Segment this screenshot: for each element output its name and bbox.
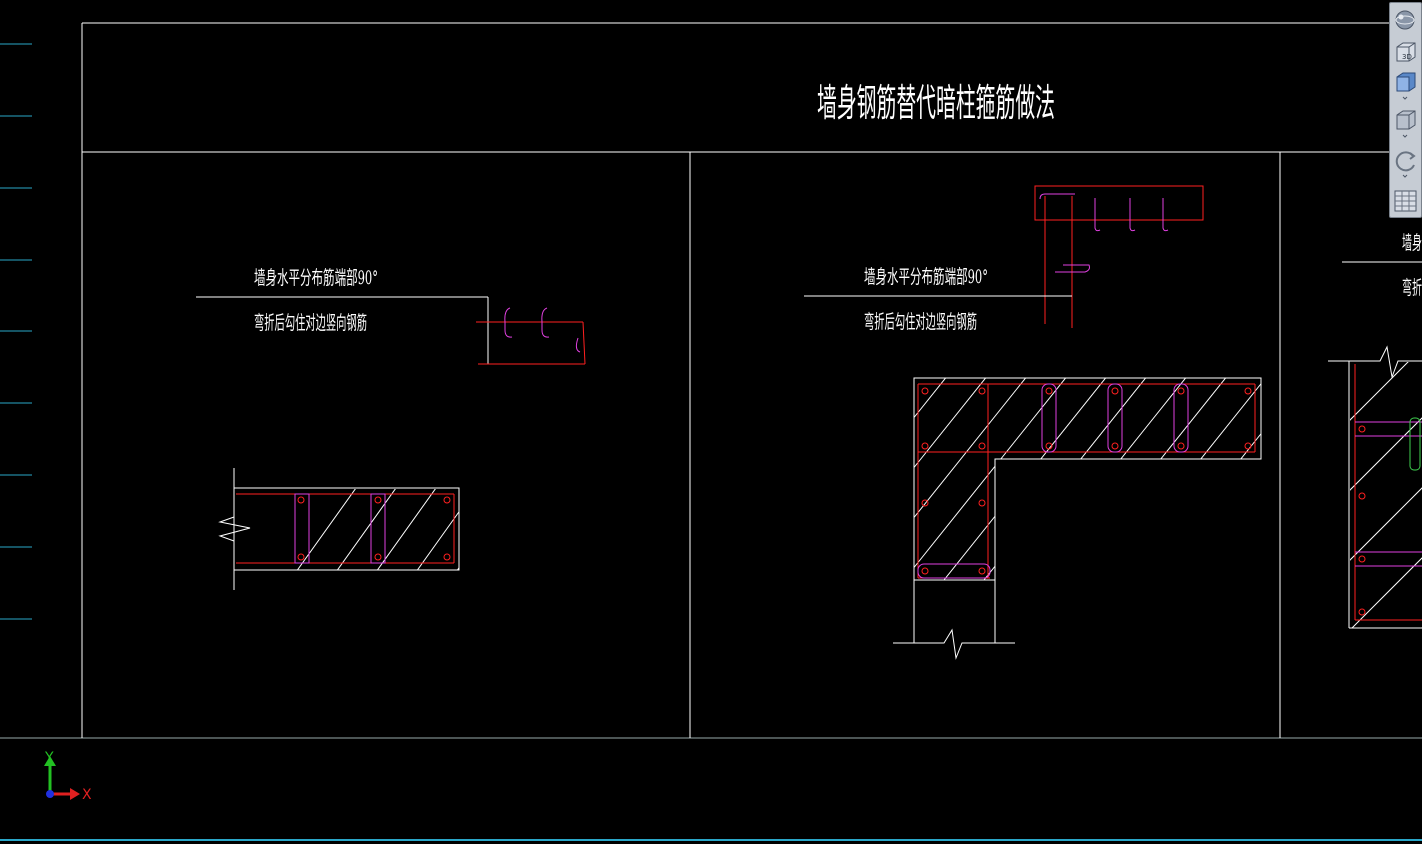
drawing-frame xyxy=(81,22,1422,738)
view-cube-front-icon[interactable] xyxy=(1393,69,1418,100)
panel-1: 墙身水平分布筋端部90° 弯折后勾住对边竖向钢筋 xyxy=(196,267,586,590)
navigation-bar: 3D xyxy=(1389,2,1422,218)
panel1-hook-detail xyxy=(476,307,586,365)
panel3-note-line1: 墙身 xyxy=(1402,232,1422,254)
orbit-icon[interactable] xyxy=(1393,147,1418,178)
view-cube-iso-icon[interactable] xyxy=(1393,107,1418,138)
panel1-note-line1: 墙身水平分布筋端部90° xyxy=(254,267,378,289)
ucs-x-label: X xyxy=(82,787,92,803)
panel2-corner-section xyxy=(893,377,1262,660)
ucs-axis-icon: Y X xyxy=(34,748,104,808)
panel-3: 墙身 弯折 xyxy=(1328,232,1422,629)
drawing-title: 墙身钢筋替代暗柱箍筋做法 xyxy=(817,81,1055,125)
layout-grid-icon[interactable] xyxy=(1393,187,1418,215)
panel1-note-line2: 弯折后勾住对边竖向钢筋 xyxy=(254,312,367,334)
panel2-note-line2: 弯折后勾住对边竖向钢筋 xyxy=(864,311,977,333)
panel2-hook-detail xyxy=(1034,185,1204,328)
left-ruler-ticks xyxy=(0,43,32,620)
zoom-globe-icon[interactable] xyxy=(1393,7,1418,35)
panel2-note-line1: 墙身水平分布筋端部90° xyxy=(864,266,988,288)
view-cube-3d-label: 3D xyxy=(1402,53,1412,61)
panel3-note-line2: 弯折 xyxy=(1402,277,1422,299)
view-cube-3d-icon[interactable]: 3D xyxy=(1393,39,1418,67)
ucs-y-label: Y xyxy=(44,750,54,766)
panel1-wall-section xyxy=(218,468,460,590)
panel-2: 墙身水平分布筋端部90° 弯折后勾住对边竖向钢筋 xyxy=(804,185,1262,660)
